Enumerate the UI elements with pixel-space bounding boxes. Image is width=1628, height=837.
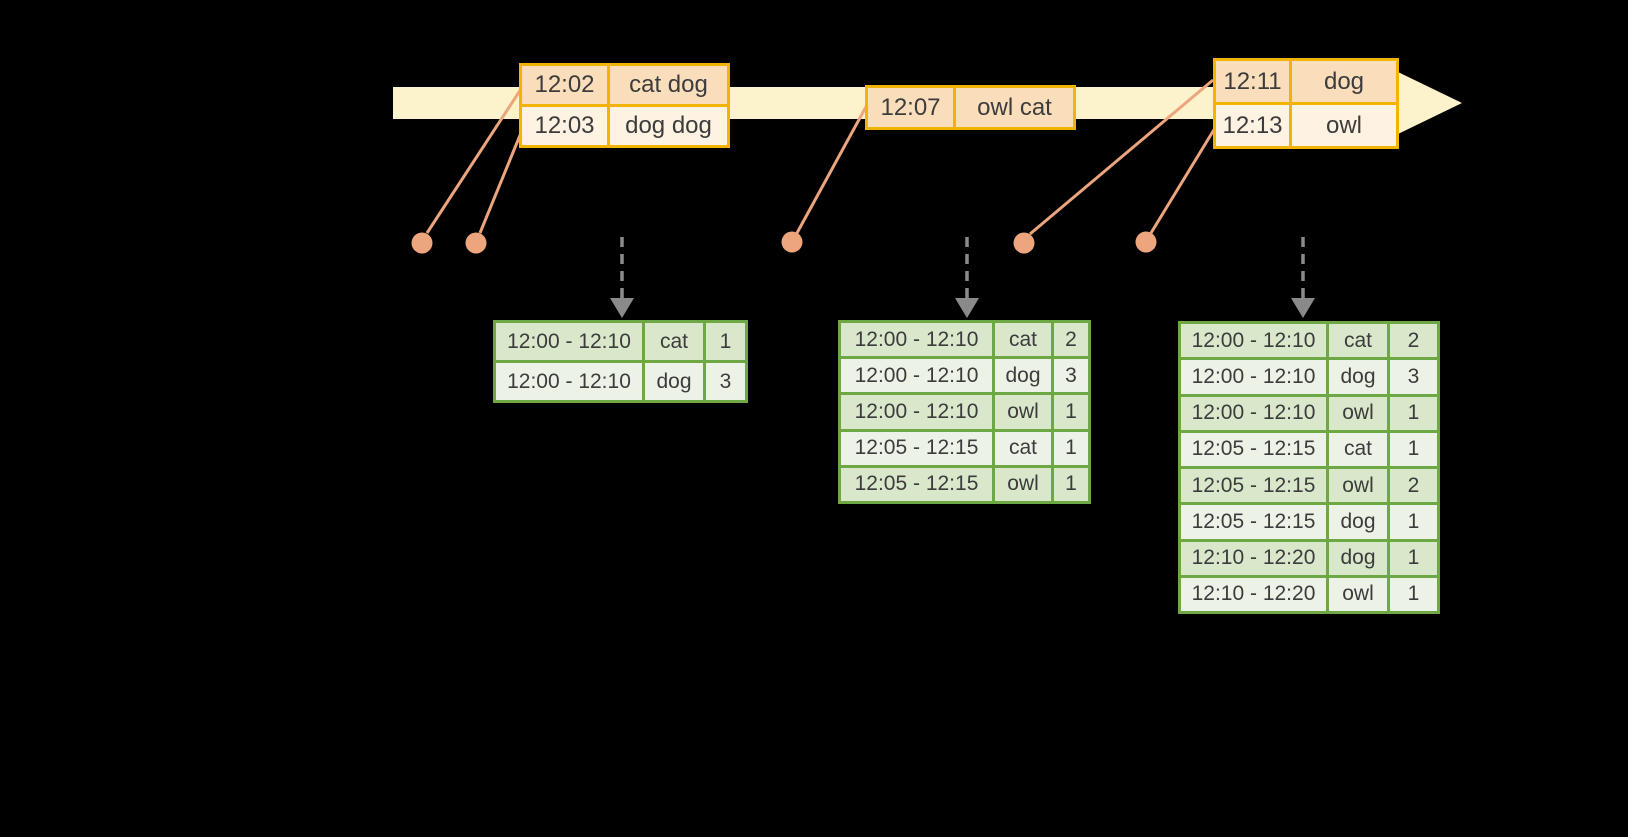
event-time-cell: 12:02 <box>522 66 607 104</box>
result-window-cell: 12:00 - 12:10 <box>496 323 642 360</box>
result-table-3: 12:00 - 12:10 cat 2 12:00 - 12:10 dog 3 … <box>1178 321 1440 614</box>
result-word-cell: dog <box>1329 541 1387 575</box>
event-time-cell: 12:03 <box>522 107 607 145</box>
result-word-cell: owl <box>1329 469 1387 503</box>
result-count-cell: 3 <box>1390 360 1437 394</box>
event-words-cell: cat dog <box>610 66 727 104</box>
result-count-cell: 3 <box>1054 359 1088 393</box>
result-table-2: 12:00 - 12:10 cat 2 12:00 - 12:10 dog 3 … <box>838 320 1091 504</box>
result-window-cell: 12:00 - 12:10 <box>1181 396 1326 430</box>
result-window-cell: 12:05 - 12:15 <box>841 467 992 501</box>
result-window-cell: 12:00 - 12:10 <box>841 323 992 357</box>
result-window-cell: 12:10 - 12:20 <box>1181 577 1326 611</box>
trigger-arrowhead-icon <box>610 298 634 318</box>
result-window-cell: 12:05 - 12:15 <box>1181 505 1326 539</box>
result-word-cell: owl <box>995 395 1051 429</box>
event-words-cell: dog <box>1292 61 1396 102</box>
result-window-cell: 12:00 - 12:10 <box>496 363 642 400</box>
result-word-cell: dog <box>1329 360 1387 394</box>
result-word-cell: dog <box>645 363 703 400</box>
event-time-cell: 12:07 <box>868 88 953 127</box>
result-word-cell: dog <box>995 359 1051 393</box>
result-word-cell: dog <box>1329 505 1387 539</box>
event-table-2: 12:07 owl cat <box>865 85 1076 130</box>
timeline-arrow-icon <box>1398 72 1462 134</box>
event-words-cell: owl cat <box>956 88 1073 127</box>
event-dot-icon <box>1135 231 1157 253</box>
event-dot-icon <box>1013 232 1035 254</box>
result-word-cell: owl <box>1329 396 1387 430</box>
result-window-cell: 12:05 - 12:15 <box>841 431 992 465</box>
result-count-cell: 2 <box>1054 323 1088 357</box>
result-count-cell: 1 <box>1054 395 1088 429</box>
event-dots <box>411 231 1157 254</box>
event-dot-icon <box>411 232 433 254</box>
result-count-cell: 1 <box>1390 396 1437 430</box>
event-words-cell: dog dog <box>610 107 727 145</box>
event-table-3: 12:11 dog 12:13 owl <box>1213 58 1399 149</box>
result-window-cell: 12:10 - 12:20 <box>1181 541 1326 575</box>
trigger-arrowhead-icon <box>955 298 979 318</box>
connector-line <box>478 127 525 234</box>
result-word-cell: cat <box>995 431 1051 465</box>
event-time-cell: 12:13 <box>1216 105 1289 146</box>
event-dot-icon <box>781 231 803 253</box>
result-word-cell: cat <box>1329 432 1387 466</box>
result-count-cell: 2 <box>1390 324 1437 358</box>
result-window-cell: 12:05 - 12:15 <box>1181 432 1326 466</box>
result-window-cell: 12:00 - 12:10 <box>1181 360 1326 394</box>
trigger-arrowheads <box>610 298 1315 318</box>
event-table-1: 12:02 cat dog 12:03 dog dog <box>519 63 730 148</box>
connector-line <box>795 104 869 234</box>
event-words-cell: owl <box>1292 105 1396 146</box>
result-count-cell: 1 <box>706 323 745 360</box>
result-count-cell: 1 <box>1054 467 1088 501</box>
result-word-cell: owl <box>1329 577 1387 611</box>
result-count-cell: 1 <box>1390 541 1437 575</box>
trigger-arrowhead-icon <box>1291 298 1315 318</box>
trigger-arrows <box>620 237 1305 300</box>
result-window-cell: 12:00 - 12:10 <box>1181 324 1326 358</box>
result-count-cell: 2 <box>1390 469 1437 503</box>
result-word-cell: cat <box>645 323 703 360</box>
result-count-cell: 1 <box>1054 431 1088 465</box>
result-table-1: 12:00 - 12:10 cat 1 12:00 - 12:10 dog 3 <box>493 320 748 403</box>
result-word-cell: cat <box>995 323 1051 357</box>
result-window-cell: 12:00 - 12:10 <box>841 395 992 429</box>
result-count-cell: 3 <box>706 363 745 400</box>
result-word-cell: cat <box>1329 324 1387 358</box>
connector-line <box>1149 127 1217 234</box>
result-count-cell: 1 <box>1390 577 1437 611</box>
event-time-cell: 12:11 <box>1216 61 1289 102</box>
event-dot-icon <box>465 232 487 254</box>
result-count-cell: 1 <box>1390 505 1437 539</box>
result-word-cell: owl <box>995 467 1051 501</box>
result-window-cell: 12:05 - 12:15 <box>1181 469 1326 503</box>
result-window-cell: 12:00 - 12:10 <box>841 359 992 393</box>
result-count-cell: 1 <box>1390 432 1437 466</box>
